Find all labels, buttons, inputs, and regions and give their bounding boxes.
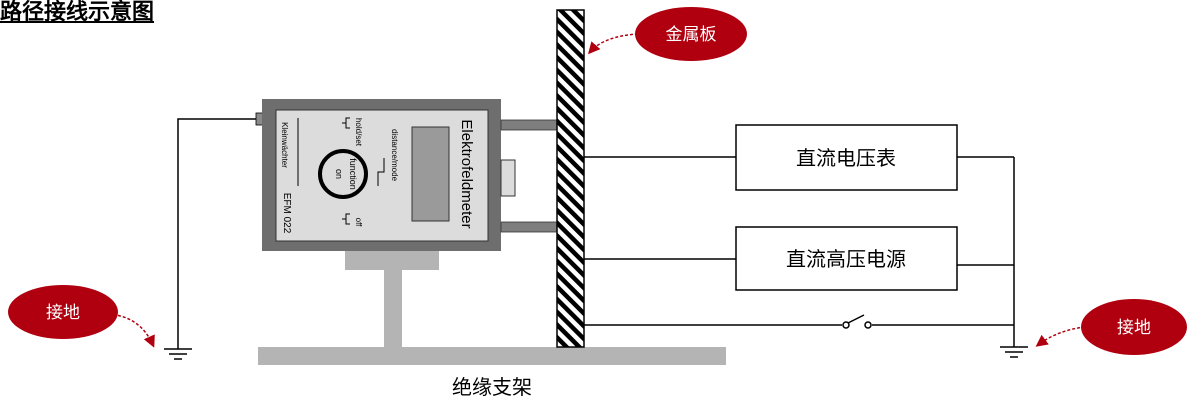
callout-ground-right-text: 接地 [1117, 318, 1151, 338]
page-title: 路径接线示意图 [0, 0, 155, 25]
switch-contact-left [842, 321, 850, 329]
voltmeter-box [735, 124, 958, 191]
device-terminal [255, 112, 264, 126]
callout-ground-left-tail [107, 313, 155, 348]
device-off-label: off [354, 218, 363, 228]
callout-ground-right [1081, 299, 1187, 355]
callout-ground-right-tail [1035, 326, 1086, 347]
metal-plate [556, 9, 585, 348]
device-knob-function: function [348, 158, 358, 190]
device-hold-switch [342, 117, 350, 129]
callout-plate-tail [588, 33, 639, 55]
device-brand: Kleinwächter [280, 122, 289, 168]
device-display [411, 126, 450, 222]
device-hold-label: hold/set [354, 118, 363, 147]
device-name: Elektrofeldmeter [458, 119, 475, 228]
device-model: EFM 022 [281, 193, 292, 234]
hv-source-label: 直流高压电源 [786, 247, 906, 271]
device-mode-label: distance/mode [390, 129, 399, 182]
device-knob-on: on [334, 169, 344, 179]
device-face [275, 109, 489, 242]
stand-base [258, 347, 726, 365]
callout-plate [635, 7, 747, 61]
device-side-box [500, 159, 516, 197]
device-off-switch [342, 213, 350, 225]
switch-contact-right [864, 321, 872, 329]
device-rod-top [500, 119, 558, 131]
callout-plate-text: 金属板 [666, 25, 717, 45]
callout-ground-left-text: 接地 [46, 303, 80, 323]
left-ground-icon [164, 348, 192, 360]
stand-top [345, 250, 439, 270]
right-ground-icon [1000, 346, 1028, 358]
hv-source-box [735, 226, 958, 291]
switch-blade [847, 314, 865, 324]
left-ground-wire [177, 118, 258, 349]
device-rod-bottom [500, 221, 558, 233]
device-knob [318, 149, 368, 199]
device-mode-switch [377, 158, 385, 186]
voltmeter-label: 直流电压表 [796, 146, 896, 170]
stand-post [384, 270, 402, 348]
callout-ground-left [8, 285, 118, 339]
stand-label: 绝缘支架 [452, 375, 532, 399]
